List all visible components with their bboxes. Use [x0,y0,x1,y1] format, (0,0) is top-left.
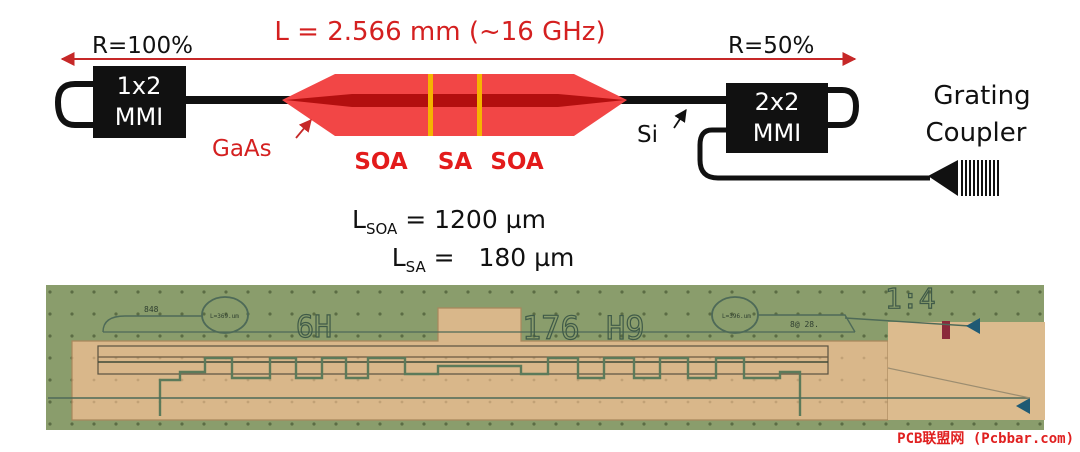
grating-coupler-top [966,318,980,334]
mmi-right-label-top: 2x2 [755,88,800,116]
output-guide-right [844,317,971,327]
grating-coupler-bottom [1016,398,1030,414]
gold-dot-overlay [72,341,888,420]
lsa-value: = 180 µm [426,243,575,272]
right-gold-pad [888,322,1045,420]
output-waveguide [697,127,930,181]
lsa-equation: LSA = 180 µm [352,243,598,276]
lsoa-symbol: L [352,205,366,234]
grating-tooth [965,160,967,196]
marking-6h: 6H [296,310,332,345]
grating-tooth [985,160,987,196]
right-loop-mirror [828,87,860,128]
tiny-label-left: 848 [144,305,159,314]
grating-tooth [973,160,975,196]
red-bondpad-mark [942,321,950,339]
gaas-label: GaAs [212,136,272,162]
grating-tooth [961,160,963,196]
marking-176: 176 [522,309,580,347]
left-loop-mirror [54,81,95,128]
si-pointer-arrow [673,108,687,129]
right-pad-trace [887,367,1031,399]
mmi-left-label-top: 1x2 [117,72,162,100]
cavity-length-label: L = 2.566 mm (~16 GHz) [274,17,605,47]
mmi-left-block [93,66,186,138]
lsoa-value: = 1200 µm [397,205,546,234]
sa-section-left-edge [428,74,433,136]
mmi-right-block [726,83,828,153]
sa-label: SA [438,149,473,175]
right-reflectivity-label: R=50% [728,33,814,59]
mmi-right-label-bottom: MMI [753,119,802,147]
lsa-subscript: SA [406,258,427,276]
lsoa-equation: LSOA = 1200 µm [352,205,546,238]
grating-tooth [969,160,971,196]
gaas-waveguide-taper [285,94,625,107]
tiny-ring-left: L=369.um [210,313,239,320]
grating-coupler-teeth [961,160,999,196]
left-ring-feed [102,315,202,333]
marking-1-4: 1:4 [885,282,936,315]
marking-h9: H9 [606,309,645,347]
grating-tooth [993,160,995,196]
grating-label-line1: Grating [933,81,1030,111]
grating-label-line2: Coupler [926,118,1027,148]
left-ring-mirror [201,296,249,334]
grating-coupler-taper [928,160,958,196]
chip-micrograph: 6H 176 H9 1:4 848 L=369.um L=396.um 8@ 2… [46,281,1045,430]
grating-tooth [981,160,983,196]
si-label: Si [637,122,658,148]
tiny-ring-right: L=396.um [722,313,751,320]
lsa-symbol: L [392,243,406,272]
grating-tooth [997,160,999,196]
electrode-trace [158,356,802,416]
gaas-pointer-arrow [295,119,312,139]
grating-tooth [989,160,991,196]
soa-left-label: SOA [354,149,407,175]
sa-section-right-edge [477,74,482,136]
left-reflectivity-label: R=100% [92,33,193,59]
right-ring-feed [758,314,856,333]
mmi-left-label-bottom: MMI [115,103,164,131]
lsoa-subscript: SOA [366,220,398,238]
watermark: PCB联盟网 (Pcbbar.com) [897,431,1074,447]
gaas-chip-outline [97,345,829,375]
grating-tooth [977,160,979,196]
soa-right-label: SOA [490,149,543,175]
tiny-label-right: 8@ 28. [790,320,819,329]
